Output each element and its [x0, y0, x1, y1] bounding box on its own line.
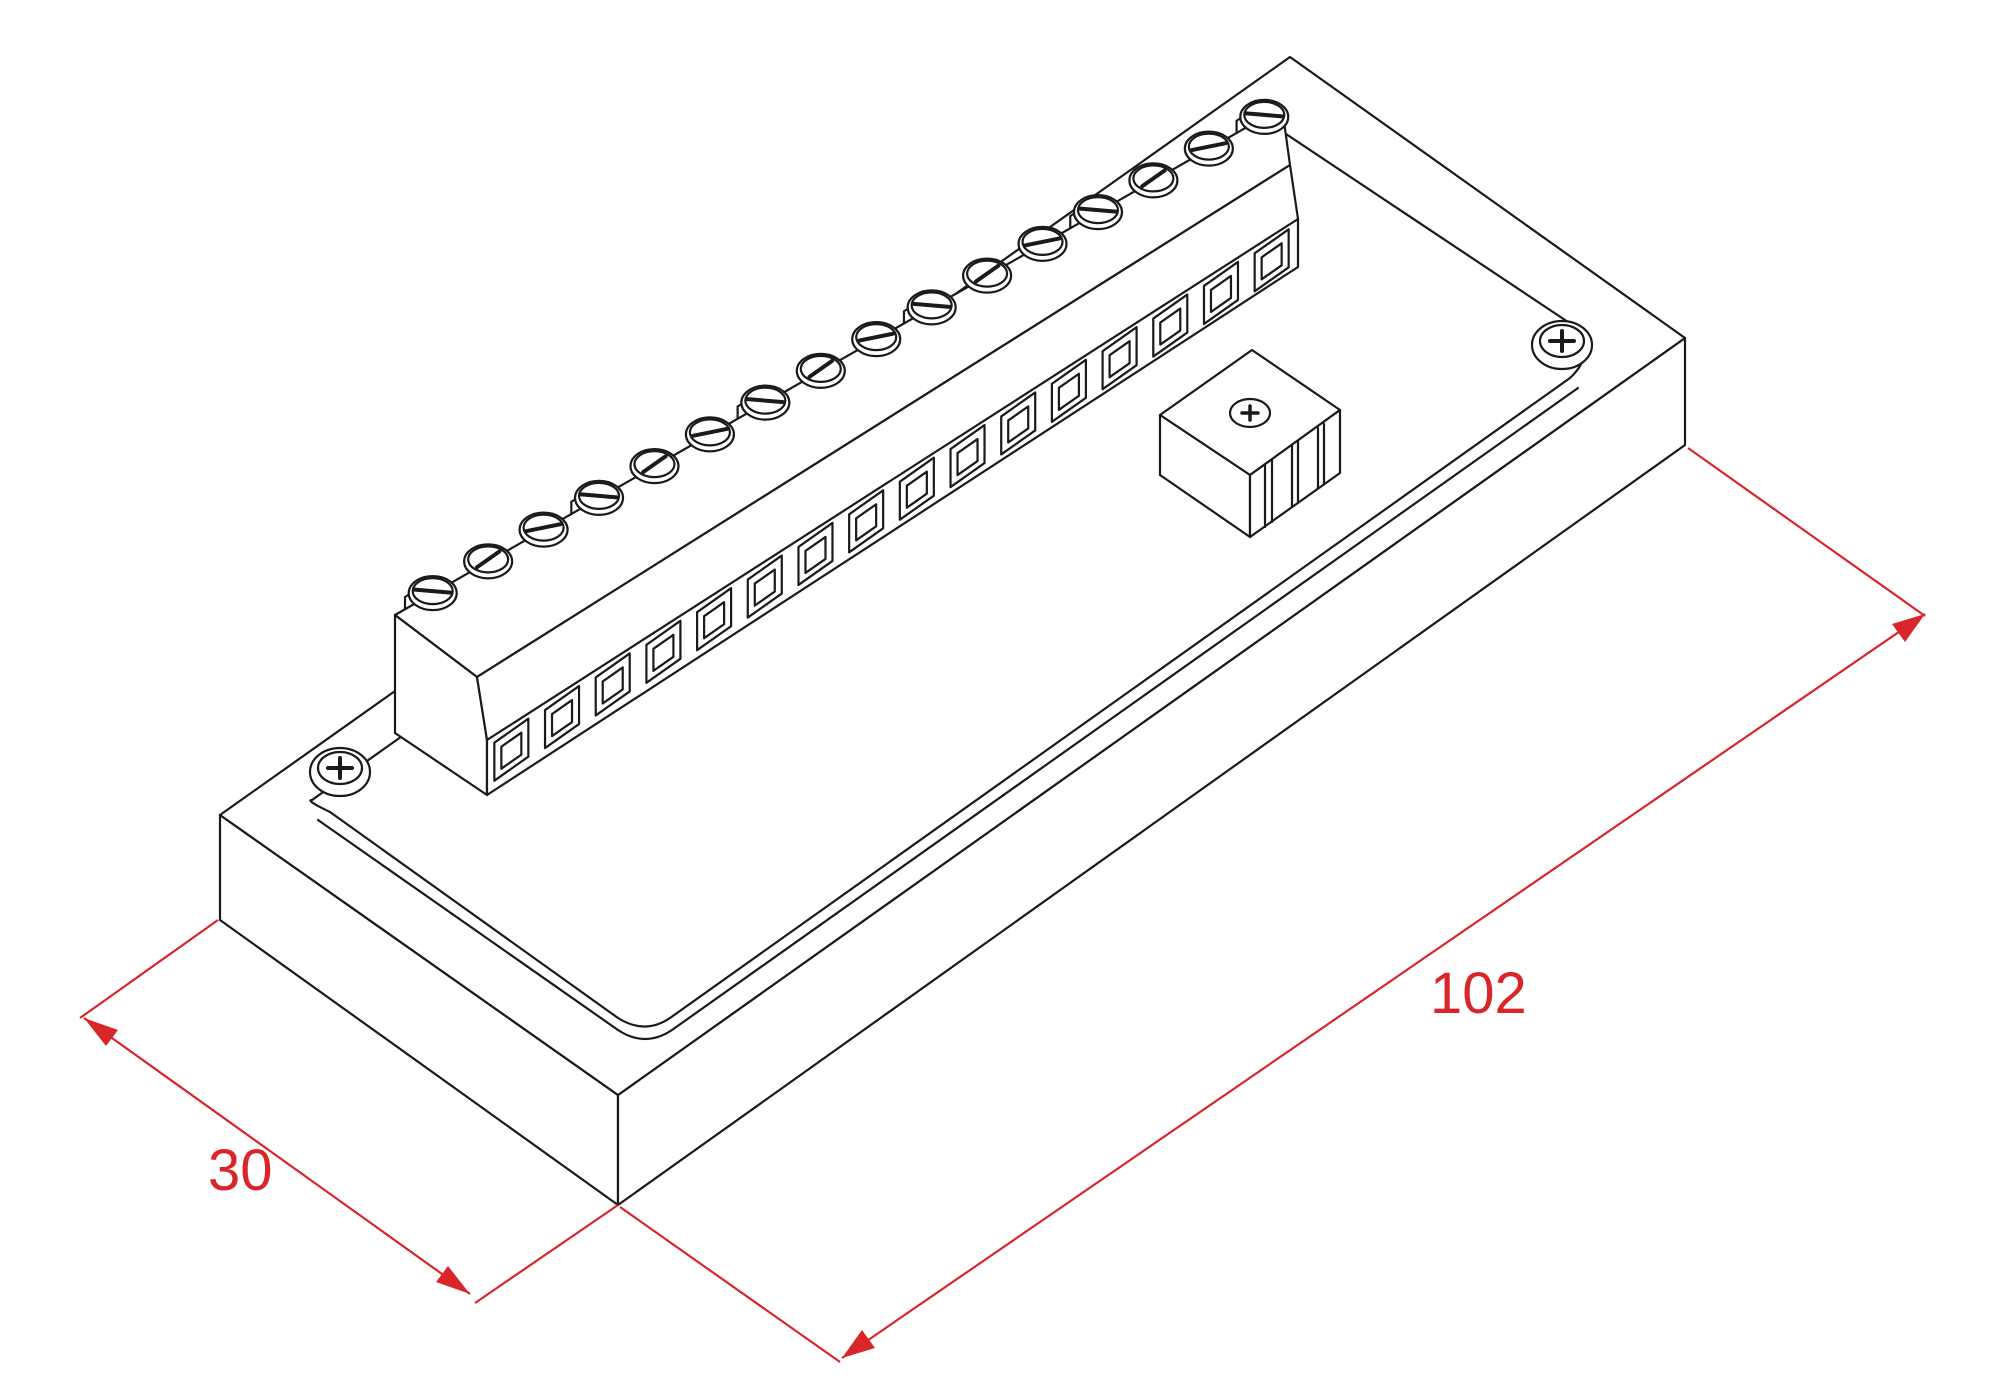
- arrowhead-icon: [84, 1018, 118, 1046]
- plate-edge-shadow: [316, 386, 1580, 1041]
- arrowhead-icon: [842, 1330, 875, 1358]
- dimension-length: 102: [619, 447, 1926, 1363]
- terminal-block-ridge: [485, 217, 1300, 742]
- mounting-screw-right: [1530, 319, 1594, 371]
- terminal-block: [393, 98, 1300, 797]
- trimmer-potentiometer: [1158, 348, 1342, 539]
- width-label: 30: [208, 1138, 273, 1203]
- mounting-screw-left: [308, 746, 372, 798]
- arrowhead-icon: [436, 1266, 470, 1294]
- length-label: 102: [1430, 961, 1527, 1026]
- arrowhead-icon: [1892, 614, 1925, 642]
- dimension-width: 30: [79, 919, 619, 1304]
- length-dimension-line: [841, 613, 1926, 1359]
- width-dimension-line: [83, 1017, 471, 1295]
